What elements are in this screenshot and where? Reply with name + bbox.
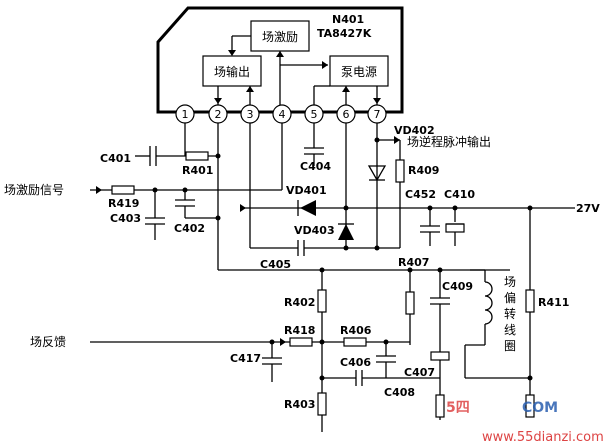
label-r406: R406 [340,324,372,337]
ic-name: N401 [332,13,364,26]
watermark-logo-left: 5四 [446,400,470,416]
label-c417: C417 [230,352,261,365]
label-c401: C401 [100,152,131,165]
excitation-signal-label: 场激励信号 [4,183,64,197]
pin-2: 2 [215,108,222,121]
label-vd401: VD401 [286,184,327,197]
pin-7: 7 [374,108,381,121]
pin-3: 3 [247,108,254,121]
component-labels: C401 R401 R419 C403 C402 C404 VD401 VD40… [100,124,569,411]
pin-4: 4 [279,108,286,121]
ic-pins: 1 2 3 4 5 6 7 [175,104,387,124]
label-r407: R407 [398,256,429,269]
label-r401: R401 [182,164,213,177]
label-c452: C452 [405,188,436,201]
yoke-label-3: 转 [504,306,516,321]
label-c405: C405 [260,258,291,271]
feedback-label: 场反馈 [30,335,66,349]
output-block-label: 场输出 [214,64,250,79]
signal-labels: 场逆程脉冲输出 场激励信号 场反馈 27V 场 偏 转 线 圈 [4,134,600,353]
ic-internal-wiring [214,35,381,105]
label-c404: C404 [300,160,331,173]
label-r411: R411 [538,296,569,309]
watermark: 5四 COM www.55dianzi.com [446,400,604,445]
pump-block-label: 泵电源 [341,65,377,79]
watermark-logo-right: COM [522,400,558,416]
retrace-pulse-output-label: 场逆程脉冲输出 [407,134,491,149]
output-block [202,55,262,87]
label-c408: C408 [384,386,415,399]
label-r418: R418 [284,324,315,337]
label-vd402: VD402 [394,124,435,137]
label-r419: R419 [108,197,139,210]
pin-1: 1 [182,108,189,121]
label-c410: C410 [444,188,475,201]
label-vd403: VD403 [294,224,335,237]
yoke-label-5: 圈 [504,339,516,353]
pin-6: 6 [343,108,350,121]
ic-part: TA8427K [317,27,372,40]
label-c406: C406 [340,356,371,369]
yoke-label-1: 场 [504,275,516,289]
watermark-url: www.55dianzi.com [482,430,604,445]
external-wiring [90,123,575,432]
excitation-block-label: 场激励 [262,30,298,44]
pin-5: 5 [311,108,318,121]
yoke-label-4: 线 [504,323,516,337]
ic-outline [156,6,404,114]
label-c407: C407 [404,366,435,379]
pump-block [329,55,389,87]
label-c402: C402 [174,222,205,235]
yoke-label-2: 偏 [504,290,516,305]
label-r403: R403 [284,398,315,411]
label-c403: C403 [110,212,141,225]
supply-27v-label: 27V [576,202,600,215]
label-c409: C409 [442,280,473,293]
label-r402: R402 [284,296,315,309]
label-r409: R409 [408,164,439,177]
